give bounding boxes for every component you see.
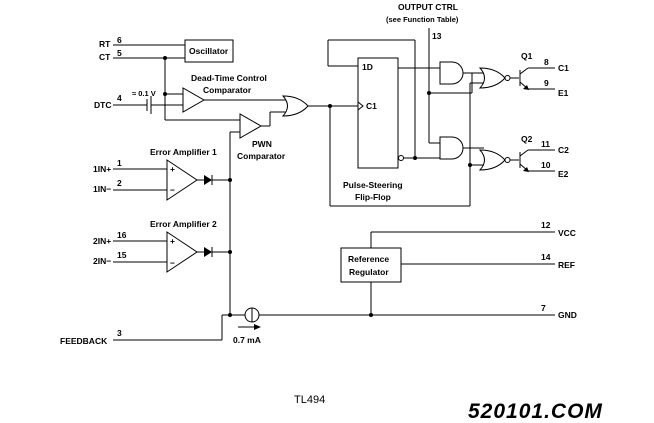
pin-6-number: 6 — [117, 35, 122, 45]
feedback-label: FEEDBACK — [60, 336, 108, 346]
pin-2-number: 2 — [117, 178, 122, 188]
svg-text:+: + — [170, 236, 175, 246]
output-ctrl-label: OUTPUT CTRL — [398, 2, 458, 12]
and-gate-2 — [439, 136, 464, 160]
flip-flop-label-2: Flip-Flop — [355, 192, 391, 202]
reference-label-1: Reference — [348, 254, 389, 264]
pin-4-number: 4 — [117, 93, 122, 103]
1in-plus-label: 1IN+ — [93, 164, 111, 174]
pin-16-number: 16 — [117, 230, 127, 240]
caption: TL494 — [294, 394, 325, 406]
svg-text:−: − — [170, 258, 175, 268]
ref-label: REF — [558, 260, 575, 270]
error-amplifier-1 — [166, 159, 198, 201]
pwn-comparator — [239, 113, 263, 139]
flip-flop-c-label: C1 — [366, 101, 377, 111]
error-amp-2-label: Error Amplifier 2 — [150, 219, 217, 229]
nor-gate-1 — [478, 67, 506, 89]
e1-label: E1 — [558, 88, 569, 98]
e2-label: E2 — [558, 169, 569, 179]
q2-label: Q2 — [521, 134, 533, 144]
error-amp-2-diode — [204, 247, 212, 257]
pin-12-number: 12 — [541, 220, 551, 230]
pwn-label-2: Comparator — [237, 151, 286, 161]
and-gate-1 — [439, 61, 464, 85]
flip-flop-label-1: Pulse-Steering — [343, 180, 403, 190]
vcc-label: VCC — [558, 228, 576, 238]
dead-time-offset-label: ≈ 0.1 V — [132, 89, 156, 98]
oscillator-label: Oscillator — [189, 46, 229, 56]
c1-label: C1 — [558, 63, 569, 73]
error-amp-1-diode — [204, 175, 212, 185]
current-source-label: 0.7 mA — [233, 335, 261, 345]
dtc-label: DTC — [94, 100, 111, 110]
pin-13-number: 13 — [432, 31, 442, 41]
error-amp-1-label: Error Amplifier 1 — [150, 147, 217, 157]
flip-flop-d-label: 1D — [362, 62, 373, 72]
output-ctrl-sublabel: (see Function Table) — [386, 15, 459, 24]
pin-1-number: 1 — [117, 158, 122, 168]
pin-11-number: 11 — [541, 139, 550, 149]
pin-14-number: 14 — [541, 252, 551, 262]
rt-label: RT — [99, 39, 111, 49]
pin-15-number: 15 — [117, 250, 127, 260]
gnd-label: GND — [558, 310, 577, 320]
ct-label: CT — [99, 52, 111, 62]
nor-gate-2 — [478, 149, 506, 171]
pin-5-number: 5 — [117, 48, 122, 58]
svg-text:−: − — [170, 185, 175, 195]
1in-minus-label: 1IN− — [93, 184, 111, 194]
pin-9-number: 9 — [544, 78, 549, 88]
pin-7-number: 7 — [541, 303, 546, 313]
pin-10-number: 10 — [541, 160, 551, 170]
dead-time-label-2: Comparator — [203, 85, 252, 95]
error-amplifier-2 — [166, 231, 198, 273]
pwn-label-1: PWN — [252, 139, 272, 149]
dead-time-label-1: Dead-Time Control — [191, 73, 267, 83]
pin-8-number: 8 — [544, 57, 549, 67]
q1-label: Q1 — [521, 51, 533, 61]
svg-text:+: + — [170, 164, 175, 174]
dead-time-comparator — [182, 87, 206, 113]
reference-label-2: Regulator — [349, 267, 389, 277]
2in-plus-label: 2IN+ — [93, 236, 111, 246]
watermark: 520101.COM — [468, 400, 603, 423]
c2-label: C2 — [558, 145, 569, 155]
pulse-steering-flip-flop — [357, 57, 399, 169]
pin-3-number: 3 — [117, 328, 122, 338]
oscillator-block — [184, 39, 234, 63]
clock-input-marker — [357, 101, 364, 111]
input-or-gate — [281, 95, 309, 117]
reference-regulator-block — [340, 247, 402, 283]
q-bar-bubble — [398, 155, 404, 161]
2in-minus-label: 2IN− — [93, 256, 111, 266]
